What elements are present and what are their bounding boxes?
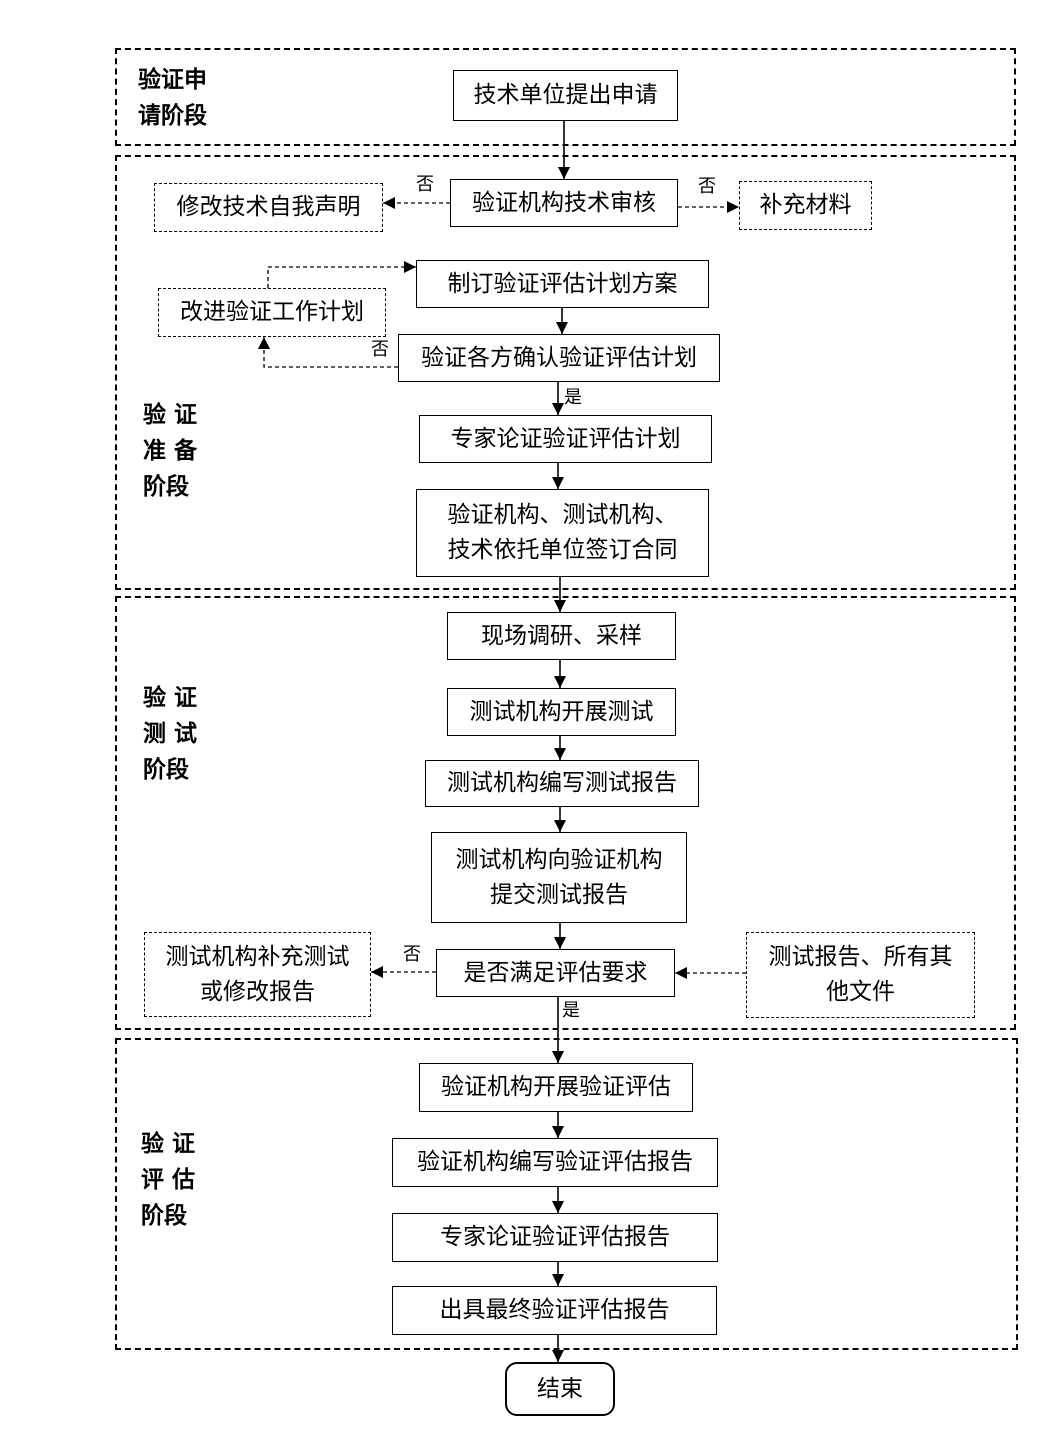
node-label: 验证机构编写验证评估报告 [417,1149,693,1175]
node-label: 专家论证验证评估报告 [440,1224,670,1250]
stage-label-line: 评 估 [141,1166,196,1193]
node-contract: 验证机构、测试机构、 技术依托单位签订合同 [416,489,709,577]
node-label: 测试机构编写测试报告 [447,770,677,796]
stage-testing-label: 验 证 测 试 阶段 [143,680,197,788]
node-label: 验证机构技术审核 [472,189,656,216]
node-label: 修改技术自我声明 [176,194,361,220]
edge-label-meets-no: 否 [403,944,421,965]
edge-label-review-no-left: 否 [416,174,434,195]
node-final-report: 出具最终验证评估报告 [392,1286,717,1335]
node-label: 现场调研、采样 [481,622,642,649]
stage-assessment [115,1038,1018,1350]
node-label-line: 技术依托单位签订合同 [447,537,678,563]
node-write-assessment-report: 验证机构编写验证评估报告 [392,1138,718,1187]
node-label-line: 他文件 [826,979,895,1005]
stage-label-line: 测 试 [143,720,198,747]
node-label-line: 测试报告、所有其 [768,944,953,970]
stage-preparation [115,155,1016,590]
node-confirm-plan: 验证各方确认验证评估计划 [398,334,720,382]
stage-label-line: 验 证 [141,1130,196,1157]
node-label: 出具最终验证评估报告 [439,1297,670,1323]
node-label: 改进验证工作计划 [180,299,364,325]
node-label-line: 测试机构向验证机构 [455,846,663,873]
stage-label-line: 阶段 [143,756,189,783]
stage-application [115,48,1016,146]
node-apply: 技术单位提出申请 [453,70,678,121]
node-label: 补充材料 [759,192,852,218]
node-meets-requirements: 是否满足评估要求 [436,949,675,997]
edge-label-confirm-no: 否 [371,339,389,360]
stage-preparation-label: 验 证 准 备 阶段 [143,397,197,505]
node-revise-statement: 修改技术自我声明 [154,183,383,232]
node-label: 测试机构开展测试 [469,698,654,725]
node-submit-test-report: 测试机构向验证机构 提交测试报告 [431,832,687,923]
stage-label-line: 验证申 [138,66,207,93]
stage-label-line: 阶段 [143,473,189,500]
node-label: 结束 [537,1375,583,1402]
node-improve-plan: 改进验证工作计划 [158,288,386,337]
arrow-improve-plan-to-plan [267,261,416,288]
node-label-line: 测试机构补充测试 [165,943,350,970]
node-plan: 制订验证评估计划方案 [416,260,709,308]
stage-testing [115,596,1016,1030]
node-label-line: 提交测试报告 [490,881,628,908]
stage-assessment-label: 验 证 评 估 阶段 [141,1126,195,1234]
stage-label-line: 请阶段 [138,102,207,129]
node-test-documents: 测试报告、所有其 他文件 [746,932,975,1018]
node-label: 验证各方确认验证评估计划 [421,344,697,371]
stage-label-line: 准 备 [143,437,198,464]
node-label: 制订验证评估计划方案 [447,270,678,297]
node-conduct-assessment: 验证机构开展验证评估 [419,1063,693,1112]
node-write-test-report: 测试机构编写测试报告 [425,760,699,807]
stage-label-line: 阶段 [141,1202,187,1229]
node-label: 技术单位提出申请 [473,82,658,108]
node-label-line: 验证机构、测试机构、 [447,502,678,528]
arrow-confirm-to-improve-plan [258,337,398,368]
node-survey: 现场调研、采样 [447,612,676,660]
node-label: 专家论证验证评估计划 [450,425,681,452]
node-supplement-test: 测试机构补充测试 或修改报告 [144,932,371,1017]
stage-label-line: 验 证 [143,401,198,428]
edge-label-review-no-right: 否 [698,176,716,197]
node-expert-report: 专家论证验证评估报告 [392,1213,718,1262]
stage-application-label: 验证申 请阶段 [138,62,207,134]
node-expert-plan: 专家论证验证评估计划 [419,415,712,463]
edge-label-confirm-yes: 是 [564,387,582,408]
node-end: 结束 [505,1362,615,1416]
node-label-line: 或修改报告 [200,978,315,1005]
node-label: 验证机构开展验证评估 [441,1074,671,1100]
node-label: 是否满足评估要求 [463,959,648,986]
edge-label-meets-yes: 是 [562,1000,580,1021]
node-supplement: 补充材料 [739,181,872,230]
stage-label-line: 验 证 [143,684,198,711]
node-testing: 测试机构开展测试 [447,688,676,736]
node-review: 验证机构技术审核 [450,179,678,227]
